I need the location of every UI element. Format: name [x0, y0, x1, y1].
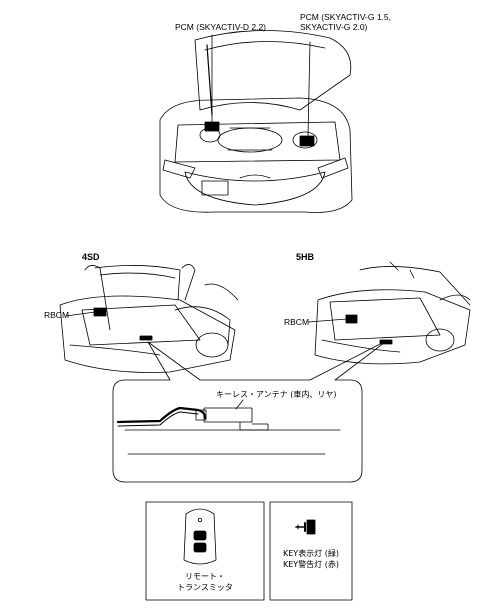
remote-transmitter-label-2: トランスミッタ	[177, 583, 233, 592]
key-warning-label: KEY警告灯 (赤)	[283, 560, 339, 569]
sedan-trunk-illustration	[59, 264, 239, 373]
front-car-illustration	[159, 30, 353, 213]
antenna-callout	[112, 339, 389, 483]
key-indicator-label: KEY表示灯 (緑)	[283, 549, 339, 558]
transmitter-box	[145, 501, 265, 601]
rbcm-sedan-label: RBCM	[44, 310, 70, 320]
keyless-antenna-label: キーレス・アンテナ (車内、リヤ)	[216, 390, 337, 399]
sedan-title: 4SD	[82, 252, 100, 262]
hatchback-title: 5HB	[296, 252, 315, 262]
key-light-box	[269, 501, 353, 601]
hatchback-illustration	[307, 261, 471, 365]
pcm-diesel-label: PCM (SKYACTIV-D 2.2)	[175, 22, 266, 32]
remote-transmitter-label-1: リモート・	[185, 572, 225, 581]
key-indicator-icon	[295, 519, 316, 535]
rbcm-hatch-label: RBCM	[284, 317, 310, 327]
remote-transmitter-icon	[183, 508, 217, 565]
pcm-gasoline-label-2: SKYACTIV-G 2.0)	[300, 22, 368, 32]
pcm-gasoline-label-1: PCM (SKYACTIV-G 1.5,	[300, 12, 392, 22]
